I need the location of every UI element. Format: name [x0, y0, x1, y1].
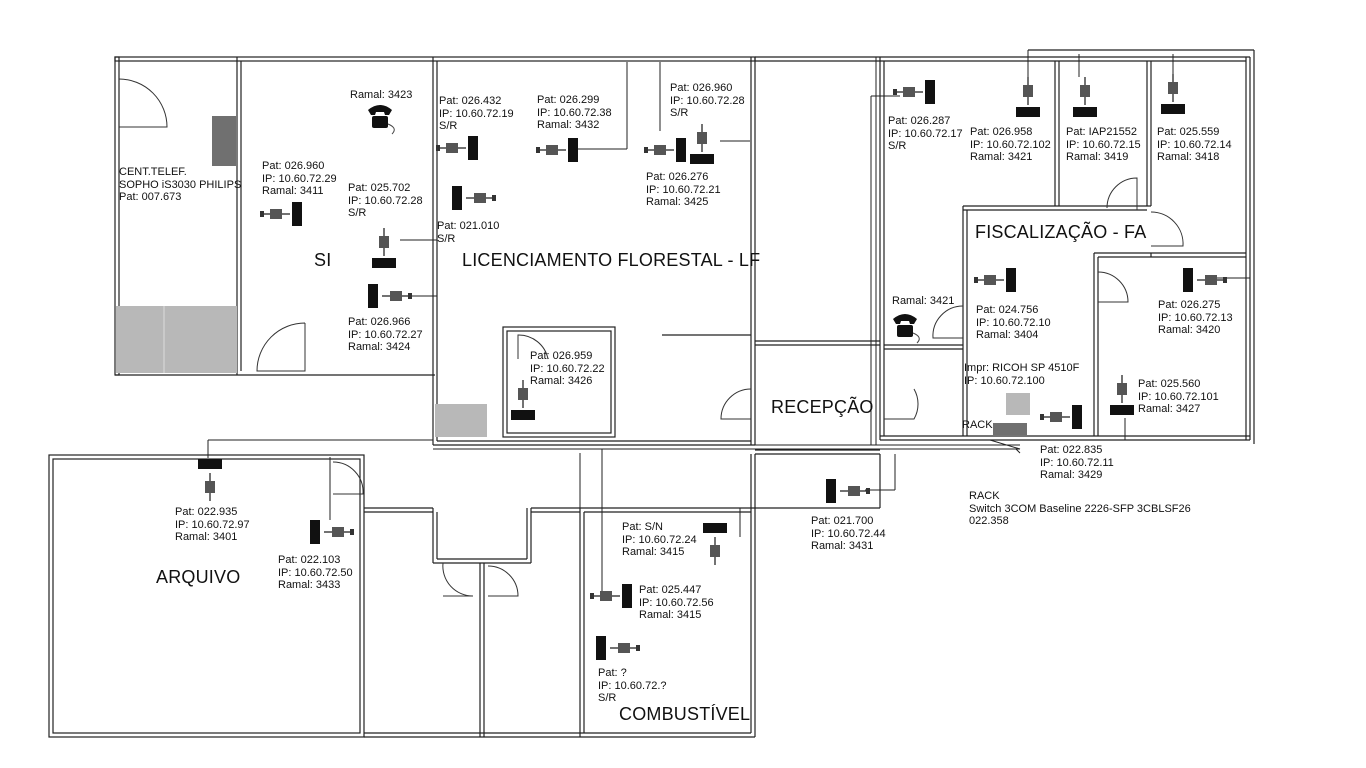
- workstation-icon: [260, 202, 302, 226]
- workstation-icon: [1183, 268, 1227, 292]
- workstation-icon: [596, 636, 640, 660]
- workstation-icon: [644, 138, 686, 162]
- workstation-icon: [1161, 74, 1185, 114]
- label-unknown: Pat: ?IP: 10.60.72.?S/R: [598, 667, 667, 704]
- workstation-icon: [1016, 77, 1040, 117]
- workstation-icon: [590, 584, 632, 608]
- workstation-icon: [452, 186, 496, 210]
- room-label-recepcao: RECEPÇÃO: [771, 397, 874, 417]
- workstation-icon: [368, 284, 412, 308]
- workstation-icon: [372, 228, 396, 268]
- room-label-lf: LICENCIAMENTO FLORESTAL - LF: [462, 250, 761, 270]
- room-label-fa: FISCALIZAÇÃO - FA: [975, 222, 1147, 242]
- workstation-icon: [198, 459, 222, 501]
- room-label-arquivo: ARQUIVO: [156, 567, 241, 587]
- workstation-icon: [1040, 405, 1082, 429]
- label-ramal-3423: Ramal: 3423: [350, 89, 413, 101]
- workstation-icon: [536, 138, 578, 162]
- phone-icon: [368, 105, 395, 135]
- workstation-icon: [690, 124, 714, 164]
- room-label-combustivel: COMBUSTÍVEL: [619, 704, 751, 724]
- workstation-icon: [1073, 77, 1097, 117]
- phone-icon: [893, 314, 920, 344]
- workstation-icon: [310, 520, 354, 544]
- equipment-icons: [198, 74, 1227, 660]
- workstation-icon: [974, 268, 1016, 292]
- workstation-icon: [703, 523, 727, 565]
- walls: [48, 49, 1255, 738]
- workstation-icon: [436, 136, 478, 160]
- gray-areas: [116, 116, 1030, 437]
- door-swings: [118, 78, 1184, 597]
- workstation-icon: [511, 380, 535, 420]
- label-rack-small: RACK: [962, 419, 993, 431]
- workstation-icon: [893, 80, 935, 104]
- label-ramal-3421: Ramal: 3421: [892, 295, 955, 307]
- workstation-icon: [1110, 375, 1134, 415]
- workstation-icon: [826, 479, 870, 503]
- room-label-si: SI: [314, 250, 332, 270]
